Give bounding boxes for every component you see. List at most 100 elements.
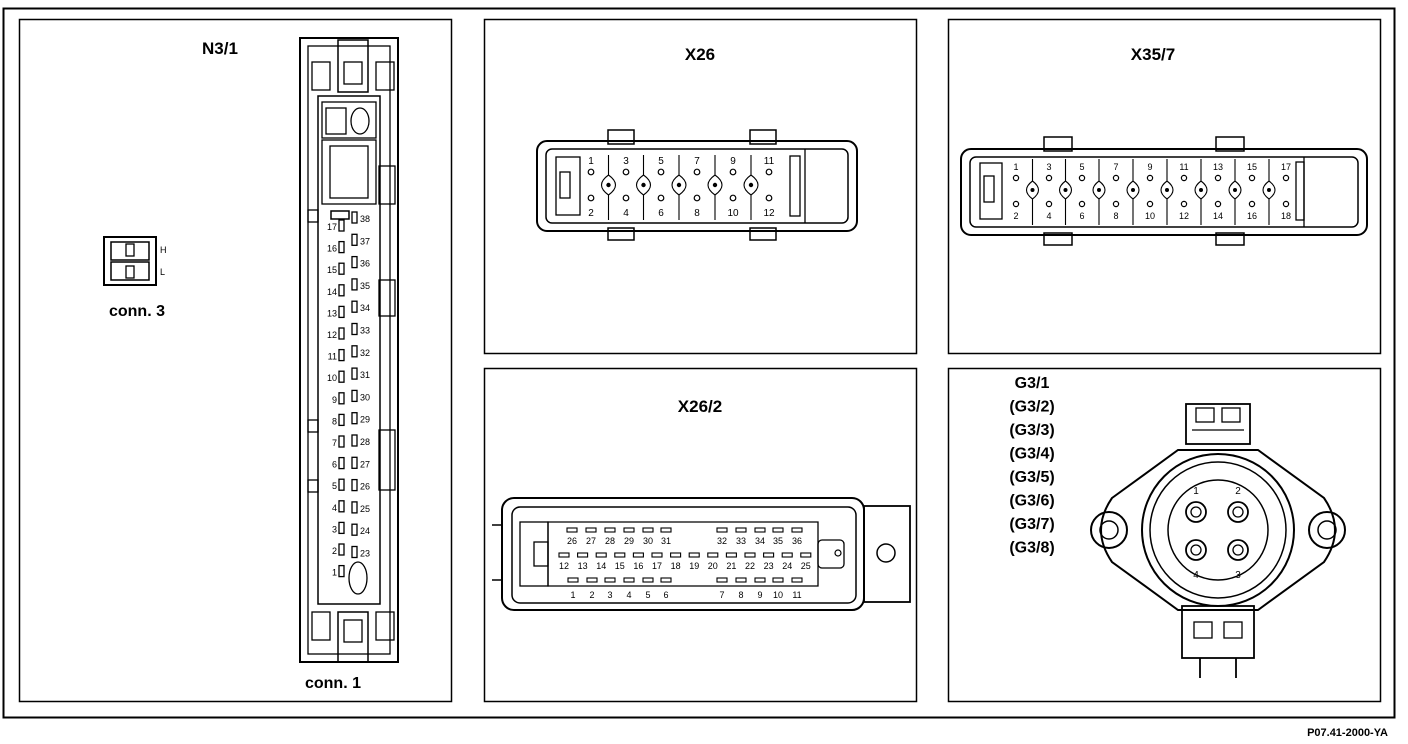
x35-7-key-dot <box>1267 188 1271 192</box>
n3-1-title: N3/1 <box>202 39 238 58</box>
reference-code: P07.41-2000-YA <box>1307 727 1388 739</box>
x35-7-pin-contact <box>1078 200 1086 208</box>
x26-pin-label: 3 <box>623 156 629 167</box>
panel-x26-frame <box>483 18 918 355</box>
x26-2-pin-slot <box>566 527 578 533</box>
x35-7-key-dot <box>1233 188 1237 192</box>
conn1-pin-label: 31 <box>360 370 370 380</box>
x26-pin-label: 6 <box>658 208 664 219</box>
x35-7-key-dot <box>1165 188 1169 192</box>
x26-2-pin-slot <box>585 527 597 533</box>
x35-7-pin-label: 7 <box>1113 162 1118 172</box>
x35-7-key-dot <box>1097 188 1101 192</box>
x35-7-title: X35/7 <box>1131 45 1175 64</box>
conn1-pin-slot <box>351 456 358 469</box>
conn1-pin-label: 2 <box>332 546 337 556</box>
x35-7-pin-label: 2 <box>1013 211 1018 221</box>
conn1-pin-label: 3 <box>332 524 337 534</box>
x35-7-pin-label: 12 <box>1179 211 1189 221</box>
x35-7-pin-contact <box>1112 200 1120 208</box>
x26-2-pin-slot <box>716 527 728 533</box>
conn1-connector <box>299 37 399 663</box>
x26-2-pin-label: 27 <box>586 536 596 546</box>
conn1-pin-slot <box>351 501 358 514</box>
conn1-pin-label: 10 <box>327 373 337 383</box>
x26-2-pin-slot <box>735 577 747 583</box>
x35-7-pin-label: 16 <box>1247 211 1257 221</box>
g3-sensor-label: (G3/8) <box>1009 540 1054 557</box>
conn1-pin-slot <box>338 327 345 340</box>
x26-pin-divider <box>600 155 617 220</box>
conn1-pin-slot <box>351 211 358 224</box>
conn1-pin-label: 17 <box>327 222 337 232</box>
conn1-pin-label: 14 <box>327 287 337 297</box>
x26-pin-contact <box>657 168 665 176</box>
x26-2-pin-label: 29 <box>624 536 634 546</box>
x26-2-pin-label: 8 <box>738 590 743 600</box>
g3-sensor-label: (G3/3) <box>1009 422 1054 439</box>
conn1-pin-slot <box>338 392 345 405</box>
x26-2-pin-label: 35 <box>773 536 783 546</box>
conn1-pin-slot <box>338 284 345 297</box>
x35-7-pin-contact <box>1282 174 1290 182</box>
g3-pin-1: 1 <box>1193 486 1199 497</box>
x26-pin-label: 5 <box>658 156 664 167</box>
x26-2-pin-label: 12 <box>559 561 569 571</box>
x26-2-pin-label: 25 <box>801 561 811 571</box>
x26-2-pin-label: 32 <box>717 536 727 546</box>
x26-pin-divider <box>743 155 759 220</box>
x26-2-pin-label: 2 <box>589 590 594 600</box>
x26-key-dot <box>676 182 682 188</box>
conn3-pin-h: H <box>160 245 167 255</box>
x26-2-pin-label: 36 <box>792 536 802 546</box>
x26-2-pin-label: 9 <box>757 590 762 600</box>
x26-key-dot <box>606 182 611 188</box>
g3-label-list: G3/1(G3/2)(G3/3)(G3/4)(G3/5)(G3/6)(G3/7)… <box>1009 375 1054 557</box>
x35-7-pin-label: 8 <box>1113 211 1118 221</box>
x26-2-pin-slot <box>595 552 607 558</box>
x26-2-pin-slot <box>660 527 672 533</box>
x26-pin-label: 9 <box>730 156 736 167</box>
x26-pin-contact <box>765 168 773 176</box>
x35-7-pin-label: 5 <box>1079 162 1084 172</box>
x35-7-pin-contact <box>1214 200 1222 208</box>
x26-2-pin-label: 23 <box>764 561 774 571</box>
x35-7-key-dot <box>1131 188 1135 192</box>
x26-pin-contact <box>657 194 665 202</box>
conn1-pin-slot <box>338 543 345 556</box>
x26-2-pin-label: 18 <box>671 561 681 571</box>
x35-7-pin-label: 11 <box>1179 162 1188 172</box>
conn3-pin-l: L <box>160 267 165 277</box>
conn1-pin-label: 11 <box>328 352 337 362</box>
x35-7-pin-contact <box>1012 200 1020 208</box>
x26-pin-contact <box>729 168 737 176</box>
x26-pin-contact <box>765 194 773 202</box>
x35-7-pin-divider <box>1092 159 1106 225</box>
x26-2-pin-slot <box>586 577 598 583</box>
x26-2-pin-slot <box>614 552 626 558</box>
x26-pin-contact <box>729 194 737 202</box>
x35-7-pin-divider <box>1160 159 1174 225</box>
x26-pin-label: 12 <box>763 208 775 219</box>
x26-2-pin-label: 7 <box>719 590 724 600</box>
x26-pin-contact <box>587 168 595 176</box>
g3-pin-4: 4 <box>1193 570 1199 581</box>
x26-2-pin-label: 3 <box>607 590 612 600</box>
conn3-label: conn. 3 <box>109 303 165 320</box>
x26-2-pin-slot <box>670 552 682 558</box>
x35-7-pin-contact <box>1180 174 1188 182</box>
x35-7-key-dot <box>1063 188 1068 192</box>
conn1-pin-label: 32 <box>360 348 370 358</box>
x26-2-pin-label: 15 <box>615 561 625 571</box>
x26-2-pin-label: 28 <box>605 536 615 546</box>
x26-2-pin-label: 5 <box>645 590 650 600</box>
g3-sensor-label: G3/1 <box>1015 375 1050 392</box>
x26-pin-contact <box>587 194 595 202</box>
conn1-pin-slot <box>351 278 358 291</box>
conn1-pin-slot <box>338 478 345 491</box>
x26-2-pin-label: 30 <box>643 536 653 546</box>
conn1-pin-slot <box>351 345 358 358</box>
x26-2-pin-label: 16 <box>633 561 643 571</box>
